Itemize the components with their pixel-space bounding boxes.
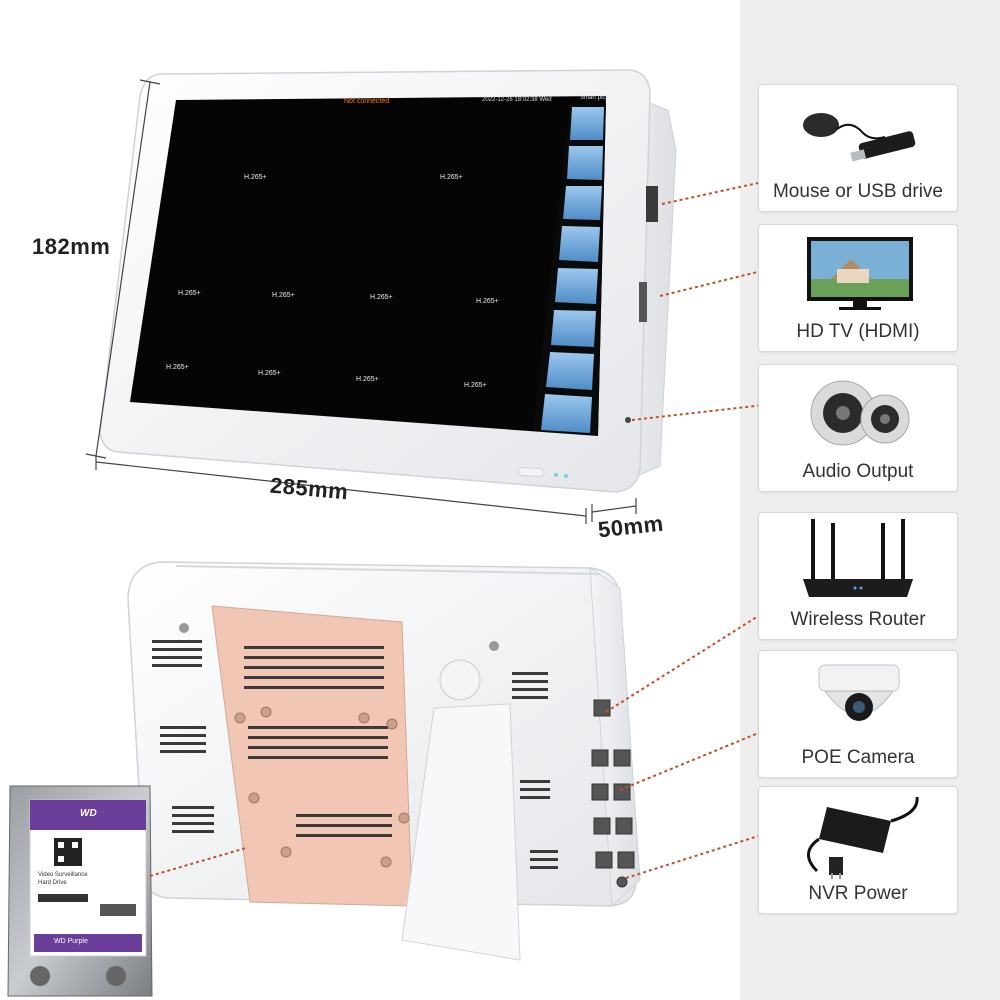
screen-datetime: 2022-12-28 18:02:38 Wed <box>482 97 552 103</box>
channel-label: H.265+ <box>370 294 393 301</box>
vents <box>152 640 558 869</box>
speaker-icon <box>810 380 910 446</box>
accessory-label: Wireless Router <box>790 609 926 630</box>
led-icon <box>554 473 558 477</box>
channel-label: H.265+ <box>356 376 379 383</box>
router-icon <box>803 519 913 597</box>
screen-smart-label: Smart pics <box>580 95 609 101</box>
channel-label: H.265+ <box>440 174 463 181</box>
screen-status-text: Not connected <box>344 98 390 105</box>
channel-label: H.265+ <box>272 292 295 299</box>
accessory-label: POE Camera <box>801 747 915 768</box>
accessory-card-mouse-usb: Mouse or USB drive <box>758 84 958 212</box>
dome-camera-icon <box>818 664 900 721</box>
back-ports <box>591 699 635 888</box>
accessory-card-camera: POE Camera <box>758 650 958 778</box>
accessory-card-audio: Audio Output <box>758 364 958 492</box>
power-button[interactable] <box>517 467 545 477</box>
accessory-card-tv: HD TV (HDMI) <box>758 224 958 352</box>
screws <box>234 706 410 868</box>
dimension-lines <box>85 79 637 524</box>
audio-port <box>625 417 631 423</box>
channel-label: H.265+ <box>244 174 267 181</box>
channel-label: H.265+ <box>476 298 499 305</box>
hdd-line1: Video Surveillance <box>38 872 88 878</box>
power-adapter-icon <box>807 796 919 879</box>
accessory-label: Audio Output <box>802 461 914 482</box>
accessory-label: HD TV (HDMI) <box>796 321 920 342</box>
hdmi-port <box>639 282 647 322</box>
height-dimension: 182mm <box>32 234 111 259</box>
accessory-label: Mouse or USB drive <box>772 181 943 202</box>
hard-drive <box>7 785 153 997</box>
usb-port <box>646 186 658 222</box>
monitor-back <box>127 561 641 961</box>
accessory-card-router: Wireless Router <box>758 512 958 640</box>
screen-thumbnails <box>541 107 604 433</box>
channel-label: H.265+ <box>178 290 201 297</box>
hdd-line2: Hard Drive <box>38 880 67 886</box>
channel-label: H.265+ <box>166 364 189 371</box>
tv-icon <box>807 237 913 310</box>
channel-label: H.265+ <box>258 370 281 377</box>
led-icon <box>564 474 568 478</box>
mouse-usb-icon <box>803 113 916 162</box>
accessory-card-power: NVR Power <box>758 786 958 914</box>
accessory-label: NVR Power <box>808 883 908 904</box>
hdd-brand: WD <box>80 808 97 819</box>
hdd-product: WD Purple <box>54 938 88 945</box>
channel-label: H.265+ <box>464 382 487 389</box>
